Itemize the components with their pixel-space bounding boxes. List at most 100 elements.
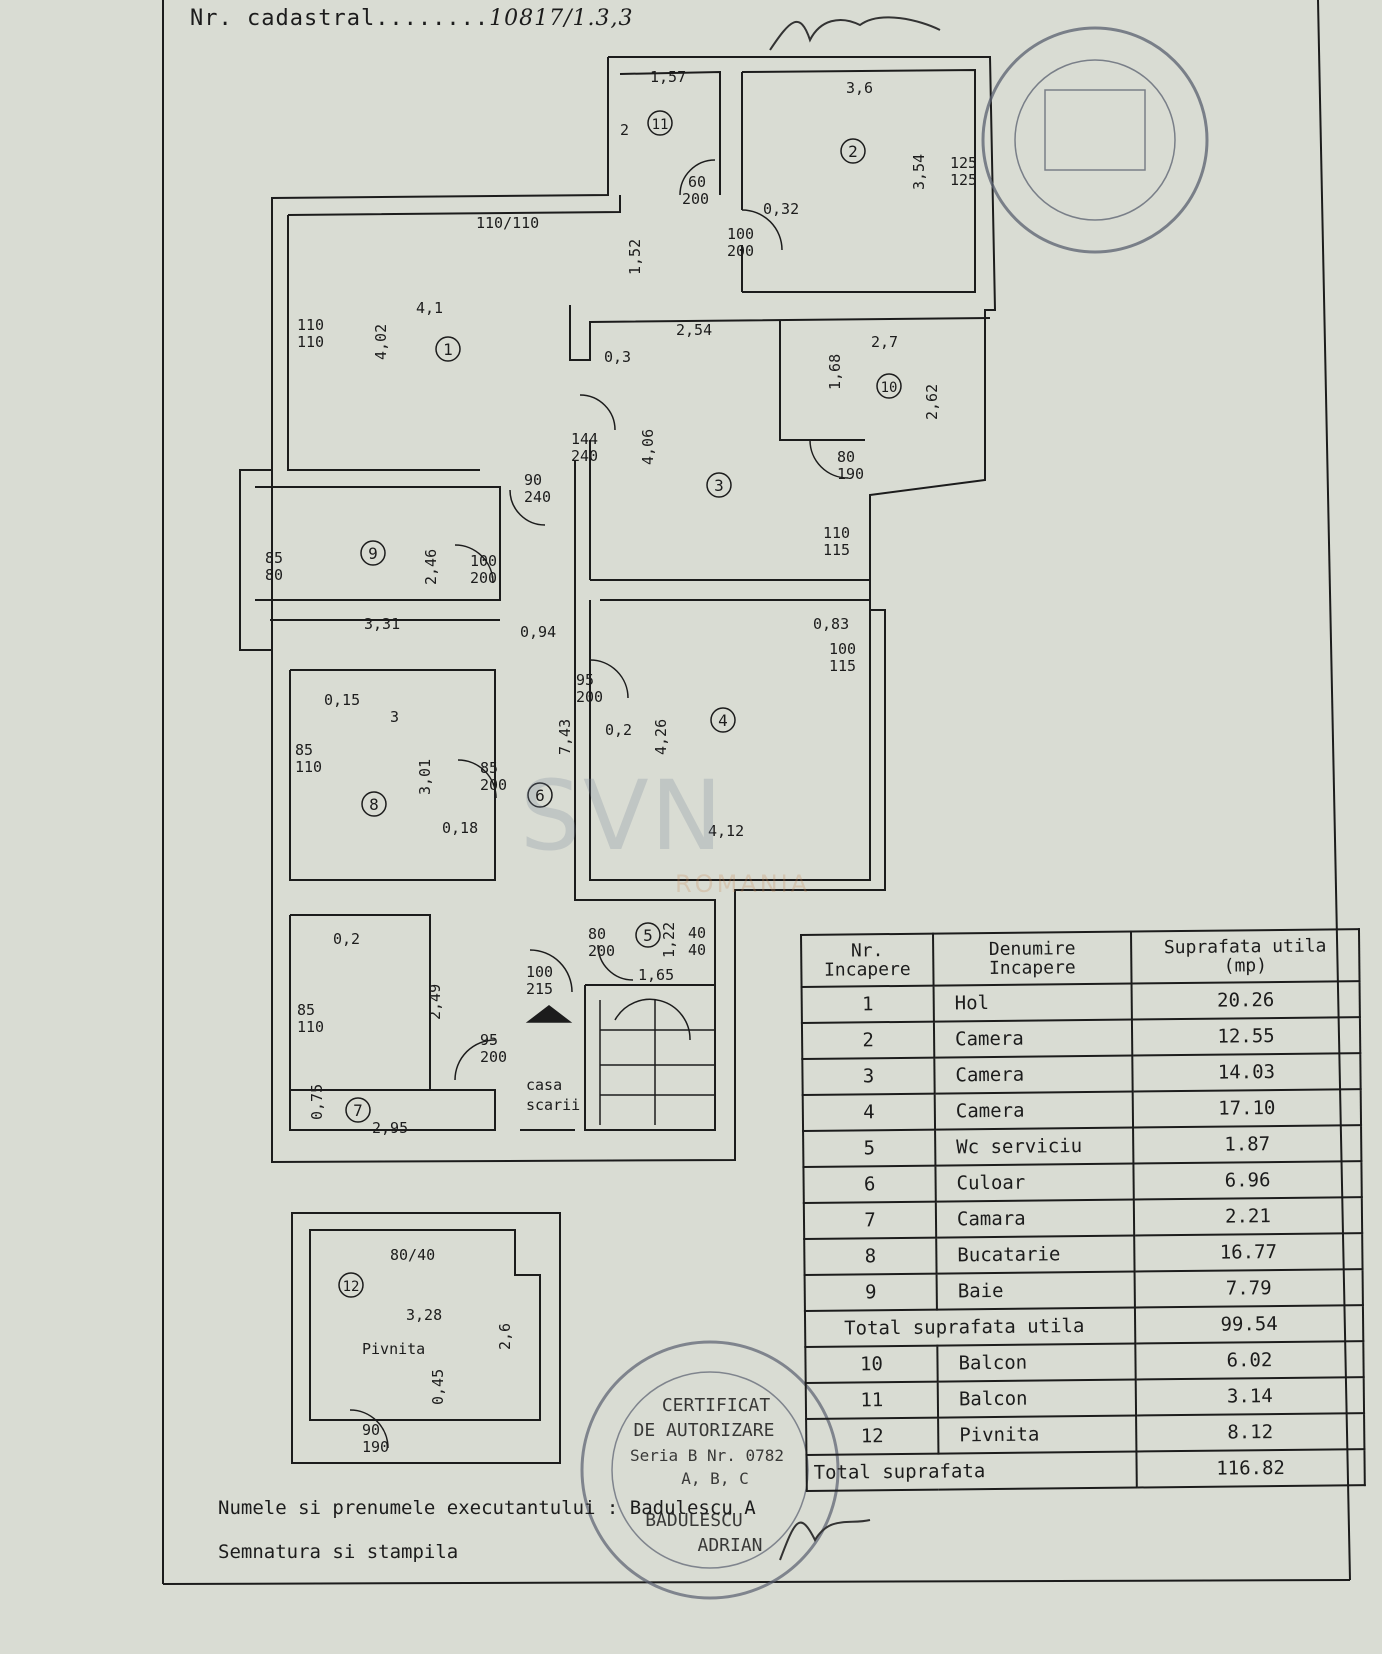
authorization-stamp [580,1340,840,1600]
dim-label: 4,1 [416,299,443,317]
signature-line: Semnatura si stampila [218,1541,459,1563]
dim-label: 3,6 [846,79,873,97]
room-number: 9 [368,544,378,563]
room-number: 6 [535,786,545,805]
cellar-label: Pivnita [362,1340,425,1358]
dim-label: 85 [480,759,498,777]
cell-area: 6.02 [1135,1341,1364,1380]
dim-label: 110 [297,316,324,334]
cell-area: 3.14 [1135,1377,1365,1416]
table-header-row: Nr. Incapere Denumire Incapere Suprafata… [801,929,1360,987]
dim-label: 190 [837,465,864,483]
cell-area: 14.03 [1132,1053,1361,1092]
dim-label: 80 [837,448,855,466]
dim-label: 200 [576,688,603,706]
total-value: 116.82 [1136,1449,1365,1488]
room-number: 12 [343,1279,360,1295]
dim-label: 40 [688,941,706,959]
signature-top [769,16,941,51]
dim-label: 2,54 [676,321,712,339]
stair-label: casa [526,1076,562,1094]
executant-line: Numele si prenumele executantului : Badu… [218,1497,756,1519]
dim-label: 3,31 [364,615,400,633]
dim-label: 2,7 [871,333,898,351]
dim-label: 2,95 [372,1119,408,1137]
dim-label: 200 [588,942,615,960]
dim-label: 80/40 [390,1246,435,1264]
door-arcs [349,159,849,1449]
dim-label: 1,57 [650,68,686,86]
stamp-line: Seria B Nr. 0782 [630,1446,784,1465]
room-number: 10 [881,380,898,396]
dim-label: 40 [688,924,706,942]
cell-nr: 4 [802,1093,936,1131]
dim-label: 90 [524,471,542,489]
dim-label: 95 [576,671,594,689]
dim-label: 0,75 [308,1084,326,1120]
cell-area: 2.21 [1133,1197,1363,1236]
stamp-line: CERTIFICAT [662,1395,771,1416]
cadastral-value: 10817/1.3,3 [489,6,634,31]
dim-label: 60 [688,173,706,191]
cell-area: 1.87 [1133,1125,1362,1164]
dim-label: 85 [265,549,283,567]
cell-area: 8.12 [1136,1413,1365,1452]
dim-label: 200 [470,569,497,587]
watermark-sub: ROMANIA [675,870,811,898]
dim-label: 4,26 [652,719,670,755]
dim-label: 1,68 [826,354,844,390]
staircase [525,1000,715,1125]
cadastral-label: Nr. cadastral [190,6,376,31]
room-number: 5 [643,926,653,945]
cell-area: 16.77 [1134,1233,1363,1272]
cell-nr: 9 [804,1273,937,1311]
dim-label: 0,32 [763,200,799,218]
dim-label: 7,43 [556,719,574,755]
stair-label: scarii [526,1096,580,1114]
dim-label: 85 [297,1001,315,1019]
dim-label: 2,46 [422,549,440,585]
dim-label: 144 [571,430,598,448]
dim-label: 100 [727,225,754,243]
room-number: 7 [353,1101,363,1120]
cell-nr: 5 [803,1129,936,1167]
dim-label: 0,18 [442,819,478,837]
room-number: 4 [718,711,728,730]
dim-label: 2,62 [923,384,941,420]
dim-label: 1,22 [660,922,678,958]
room-number: 2 [848,142,858,161]
room-numbers: 1 2 3 4 5 6 7 8 9 10 11 12 [343,117,898,1295]
cell-nr: 12 [806,1417,939,1455]
dim-label: 110 [297,333,324,351]
cell-name: Camera [933,1019,1133,1058]
header-area: Suprafata utila (mp) [1130,929,1360,984]
dim-label: 0,15 [324,691,360,709]
dim-label: 80 [588,925,606,943]
stamp-line: ADRIAN [697,1535,762,1556]
dim-label: 95 [480,1031,498,1049]
watermark-logo: SVN [520,760,725,872]
cell-name: Wc serviciu [935,1127,1134,1166]
dim-label: 110/110 [476,214,539,232]
room-number: 11 [652,117,669,133]
dim-label: 2,49 [426,984,444,1020]
total-util-value: 99.54 [1134,1305,1364,1344]
cell-name: Camara [935,1199,1135,1238]
dim-label: 0,94 [520,623,556,641]
dim-label: 100 [470,552,497,570]
dim-label: 110 [297,1018,324,1036]
dim-label: 0,2 [605,721,632,739]
cell-area: 12.55 [1131,1017,1361,1056]
area-table: Nr. Incapere Denumire Incapere Suprafata… [800,928,1366,1492]
